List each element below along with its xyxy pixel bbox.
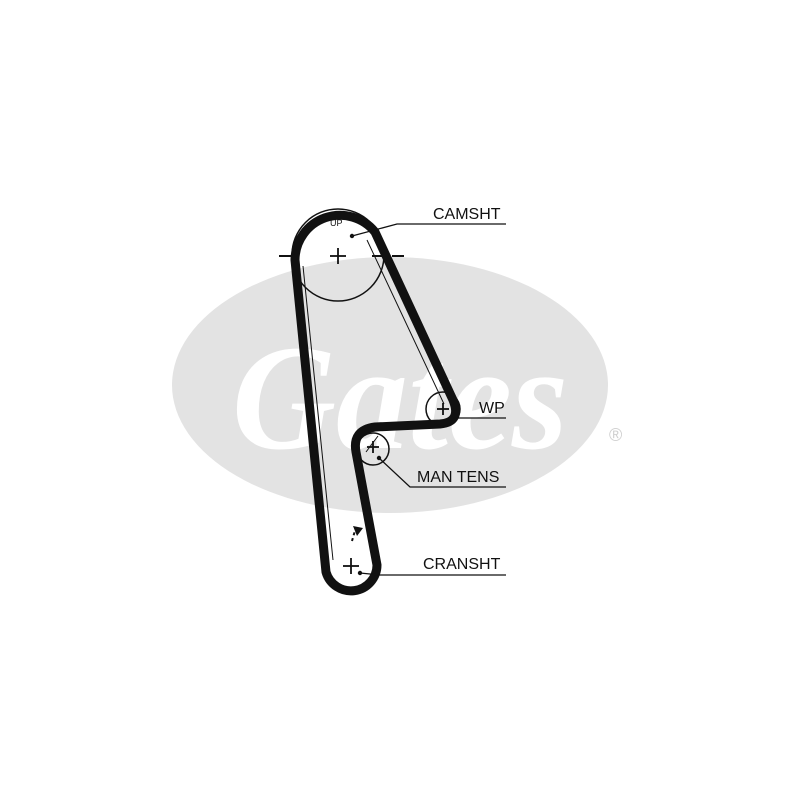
water-pump-pulley: [425, 391, 461, 427]
watermark-oval: [172, 257, 608, 513]
gates-logo-watermark: Gates ®: [172, 257, 622, 513]
camshaft-leader: [351, 223, 506, 237]
leader-lines: [351, 223, 506, 576]
timing-belt: [290, 210, 461, 596]
timing-belt-inner-edge: [302, 239, 445, 561]
watermark-brand-text: Gates: [232, 315, 568, 481]
crankshaft-arrow-icon: [353, 526, 363, 536]
crankshaft-center-cross: [343, 558, 359, 574]
camshaft-center-cross: [330, 248, 346, 264]
registered-mark: ®: [609, 425, 622, 445]
tensioner-pulley: [356, 432, 390, 466]
tensioner-center-cross: [367, 441, 379, 453]
leader-dots: [349, 233, 454, 576]
water-pump-center-cross: [437, 403, 449, 415]
camshaft-label: CAMSHT: [433, 206, 501, 223]
crankshaft-label: CRANSHT: [423, 556, 501, 573]
crankshaft-leader: [359, 572, 506, 576]
tensioner-leader: [378, 457, 506, 488]
camshaft-up-label: UP: [330, 218, 343, 228]
water-pump-label: WP: [479, 400, 505, 417]
tensioner-label: MAN TENS: [417, 469, 499, 486]
